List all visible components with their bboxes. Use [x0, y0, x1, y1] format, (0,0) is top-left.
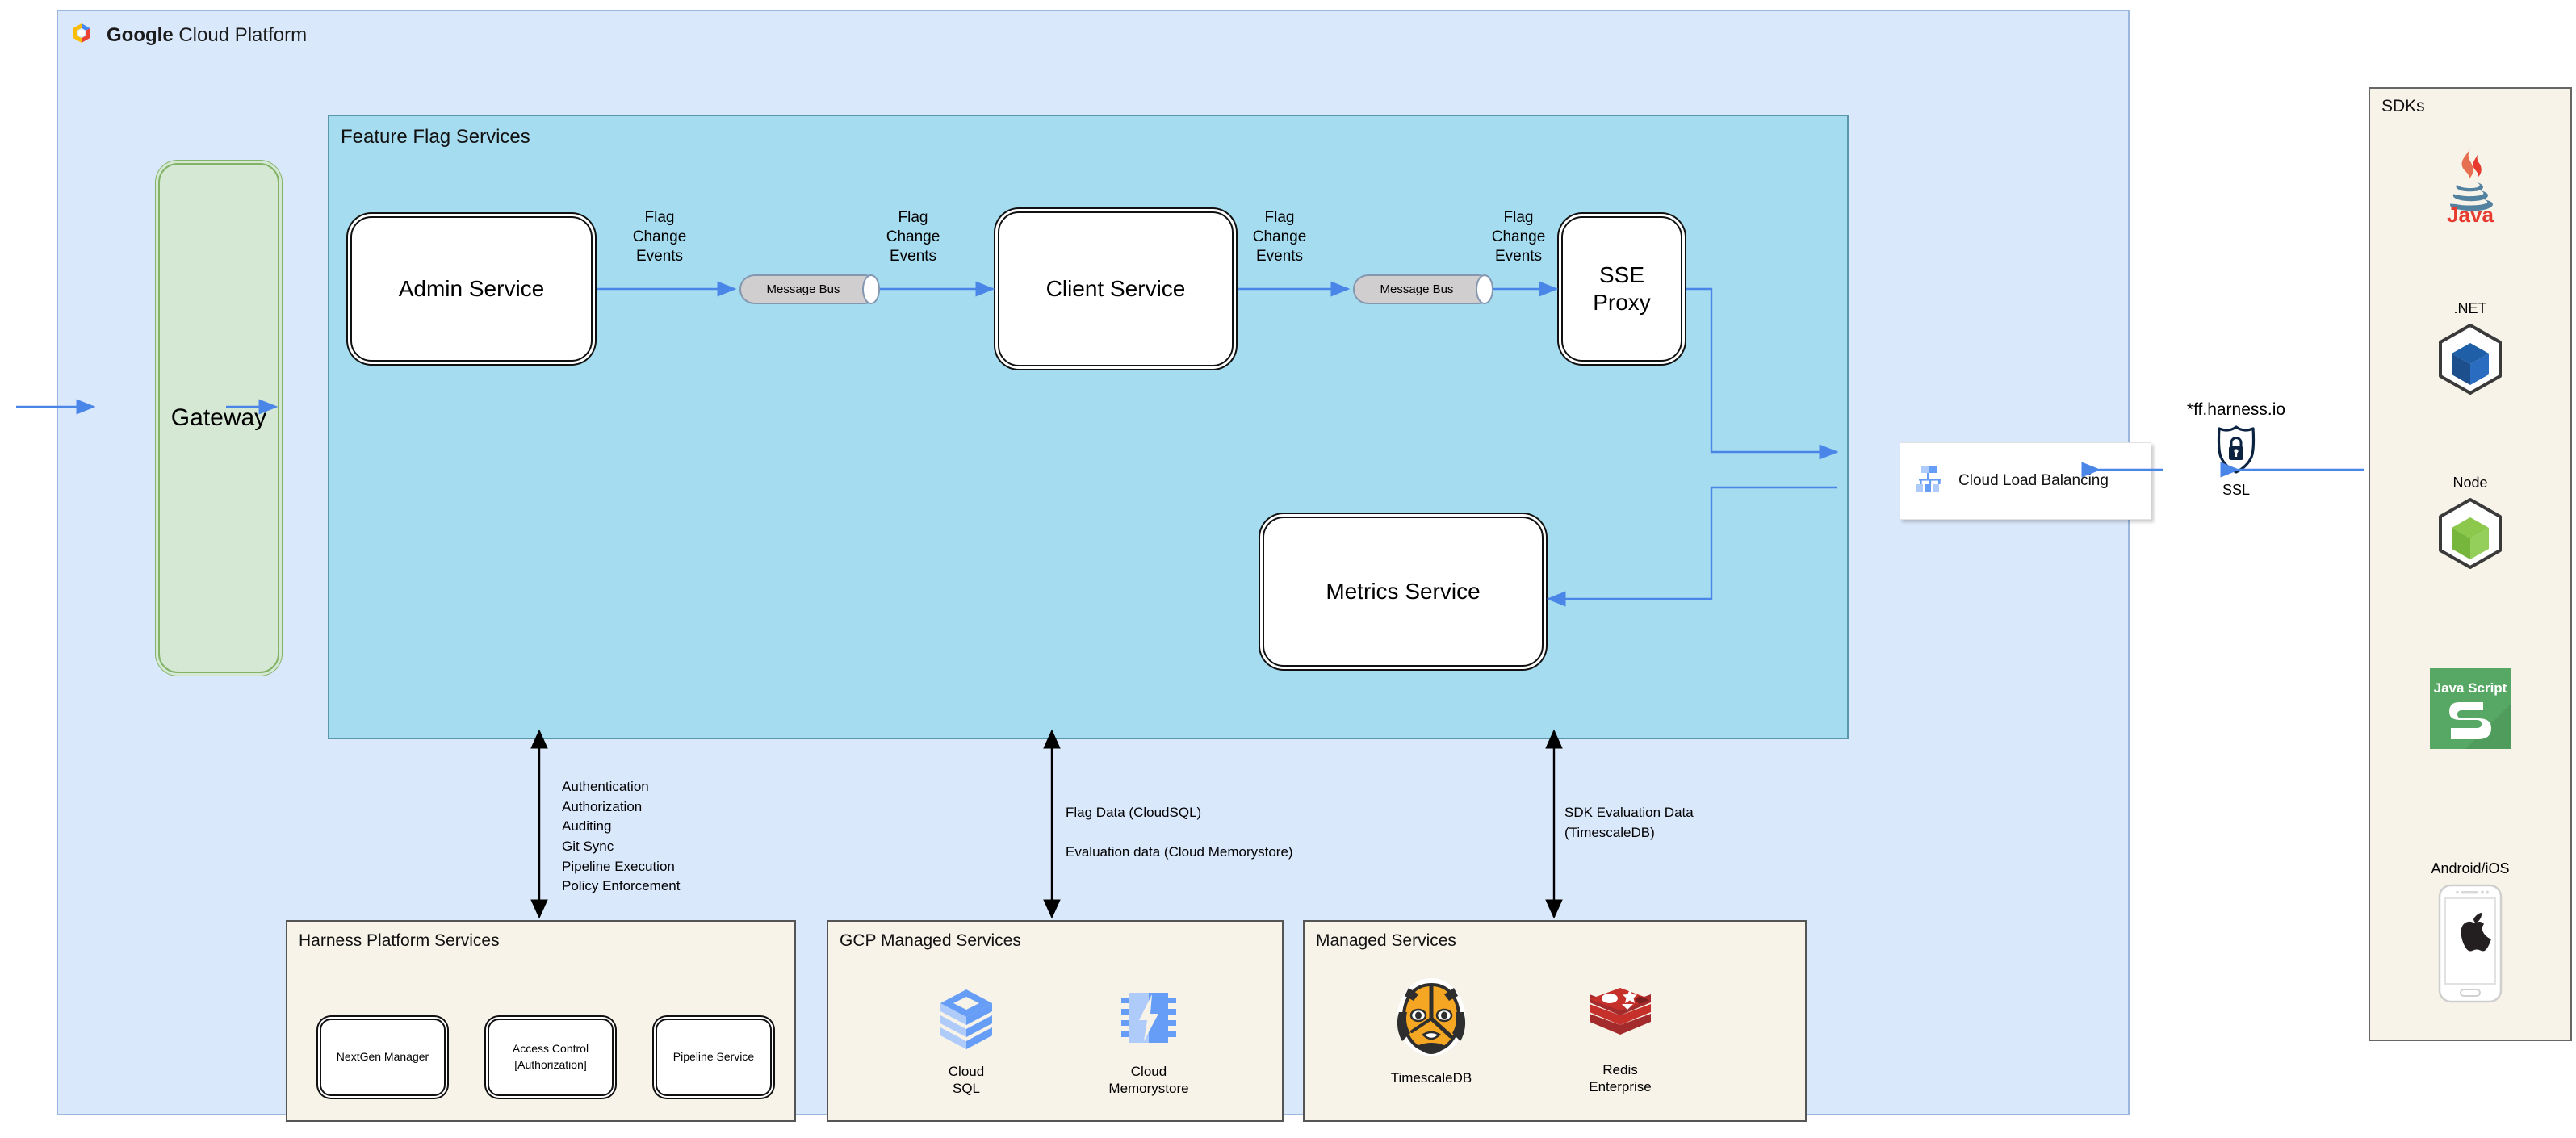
svg-text:Java: Java — [2447, 203, 2494, 223]
mobile-phone-apple-icon — [2436, 884, 2504, 1008]
metrics-service-node[interactable]: Metrics Service — [1263, 517, 1544, 667]
managed-services-title: Managed Services — [1316, 931, 1456, 950]
google-cloud-logo — [69, 21, 94, 49]
harness-platform-services-panel: Harness Platform Services NextGen Manage… — [286, 920, 796, 1122]
client-service-label: Client Service — [1045, 275, 1186, 301]
gcp-title-bold: Google — [107, 23, 174, 46]
sse-proxy-label: SSE Proxy — [1593, 261, 1651, 315]
harness-platform-services-title: Harness Platform Services — [299, 931, 500, 950]
flag-change-events-label-3: Flag Change Events — [1252, 209, 1307, 265]
message-bus-2-label: Message Bus — [1380, 282, 1454, 296]
message-bus-1[interactable]: Message Bus — [739, 274, 880, 304]
cloud-load-balancing-node[interactable]: Cloud Load Balancing — [1900, 442, 2151, 520]
admin-service-label: Admin Service — [398, 275, 545, 301]
dotnet-sdk-item[interactable]: .NET — [2369, 300, 2572, 400]
ssl-group: *ff.harness.io SSL — [2172, 400, 2301, 499]
feature-flag-services-title: Feature Flag Services — [341, 126, 530, 148]
gcp-header: Google Cloud Platform — [69, 21, 307, 49]
message-bus-1-label: Message Bus — [766, 282, 840, 296]
nextgen-manager-label: NextGen Manager — [336, 1050, 429, 1064]
cloud-sql-item[interactable]: Cloud SQL — [906, 986, 1027, 1098]
managed-services-panel: Managed Services — [1303, 920, 1807, 1122]
gcp-data-annotation: Flag Data (CloudSQL) Evaluation data (Cl… — [1066, 805, 1293, 860]
gcp-title-rest: Cloud Platform — [173, 23, 308, 46]
mobile-sdk-label: Android/iOS — [2431, 860, 2510, 877]
ssl-domain-label: *ff.harness.io — [2186, 400, 2286, 419]
nextgen-manager-node[interactable]: NextGen Manager — [320, 1019, 446, 1096]
timescaledb-item[interactable]: TimescaleDB — [1371, 975, 1492, 1086]
node-sdk-item[interactable]: Node — [2369, 475, 2572, 575]
flag-change-events-label-1: Flag Change Events — [632, 209, 687, 265]
gcp-managed-services-panel: GCP Managed Services Cloud SQL — [827, 920, 1284, 1122]
metrics-service-label: Metrics Service — [1326, 578, 1481, 604]
cloud-memorystore-label: Cloud Memorystore — [1108, 1064, 1189, 1097]
pipeline-service-label: Pipeline Service — [672, 1050, 755, 1064]
harness-platform-annotation: Authentication Authorization Auditing Gi… — [562, 779, 681, 894]
cloud-sql-label: Cloud SQL — [948, 1064, 985, 1097]
admin-service-node[interactable]: Admin Service — [350, 216, 593, 362]
dotnet-sdk-label: .NET — [2453, 300, 2487, 316]
sdk-data-annotation: SDK Evaluation Data (TimescaleDB) — [1564, 805, 1694, 840]
cloud-memorystore-icon — [1118, 993, 1179, 1057]
cloud-load-balancing-label: Cloud Load Balancing — [1958, 472, 2109, 489]
redis-icon — [1585, 988, 1656, 1056]
javascript-sdk-item[interactable]: Java Script — [2369, 668, 2572, 753]
timescaledb-label: TimescaleDB — [1390, 1070, 1472, 1086]
dotnet-cube-icon — [2434, 324, 2507, 400]
javascript-icon: Java Script — [2430, 668, 2511, 752]
cloud-load-balancing-icon — [1915, 463, 1947, 500]
access-control-label: Access Control [Authorization] — [512, 1042, 589, 1071]
gcp-title: Google Cloud Platform — [107, 24, 307, 47]
mobile-sdk-item[interactable]: Android/iOS — [2369, 860, 2572, 1009]
message-bus-1-cap — [862, 274, 880, 304]
node-cube-icon — [2434, 498, 2507, 574]
message-bus-2-cap — [1476, 274, 1493, 304]
ssl-shield-lock-icon — [2213, 425, 2260, 478]
gcp-managed-services-title: GCP Managed Services — [840, 931, 1021, 950]
client-service-node[interactable]: Client Service — [998, 211, 1234, 366]
flag-change-events-label-2: Flag Change Events — [886, 209, 940, 265]
redis-enterprise-item[interactable]: Redis Enterprise — [1560, 985, 1681, 1096]
node-sdk-label: Node — [2452, 475, 2488, 491]
cloud-memorystore-item[interactable]: Cloud Memorystore — [1088, 986, 1209, 1098]
sse-proxy-node[interactable]: SSE Proxy — [1561, 216, 1682, 362]
redis-enterprise-label: Redis Enterprise — [1589, 1062, 1652, 1095]
gateway-node[interactable]: Gateway — [158, 163, 279, 673]
ssl-caption-label: SSL — [2222, 482, 2251, 498]
access-control-node[interactable]: Access Control [Authorization] — [488, 1019, 614, 1096]
svg-text:Java Script: Java Script — [2434, 680, 2507, 696]
message-bus-2[interactable]: Message Bus — [1353, 274, 1493, 304]
java-icon: Java — [2433, 149, 2507, 227]
sdks-title: SDKs — [2381, 97, 2425, 115]
timescaledb-tiger-icon — [1391, 978, 1472, 1064]
feature-flag-services-container: Feature Flag Services — [328, 115, 1849, 739]
java-sdk-item[interactable]: Java — [2369, 145, 2572, 227]
flag-change-events-label-4: Flag Change Events — [1491, 209, 1546, 265]
cloud-sql-icon — [936, 989, 997, 1057]
gateway-label: Gateway — [170, 404, 267, 431]
pipeline-service-node[interactable]: Pipeline Service — [656, 1019, 772, 1096]
